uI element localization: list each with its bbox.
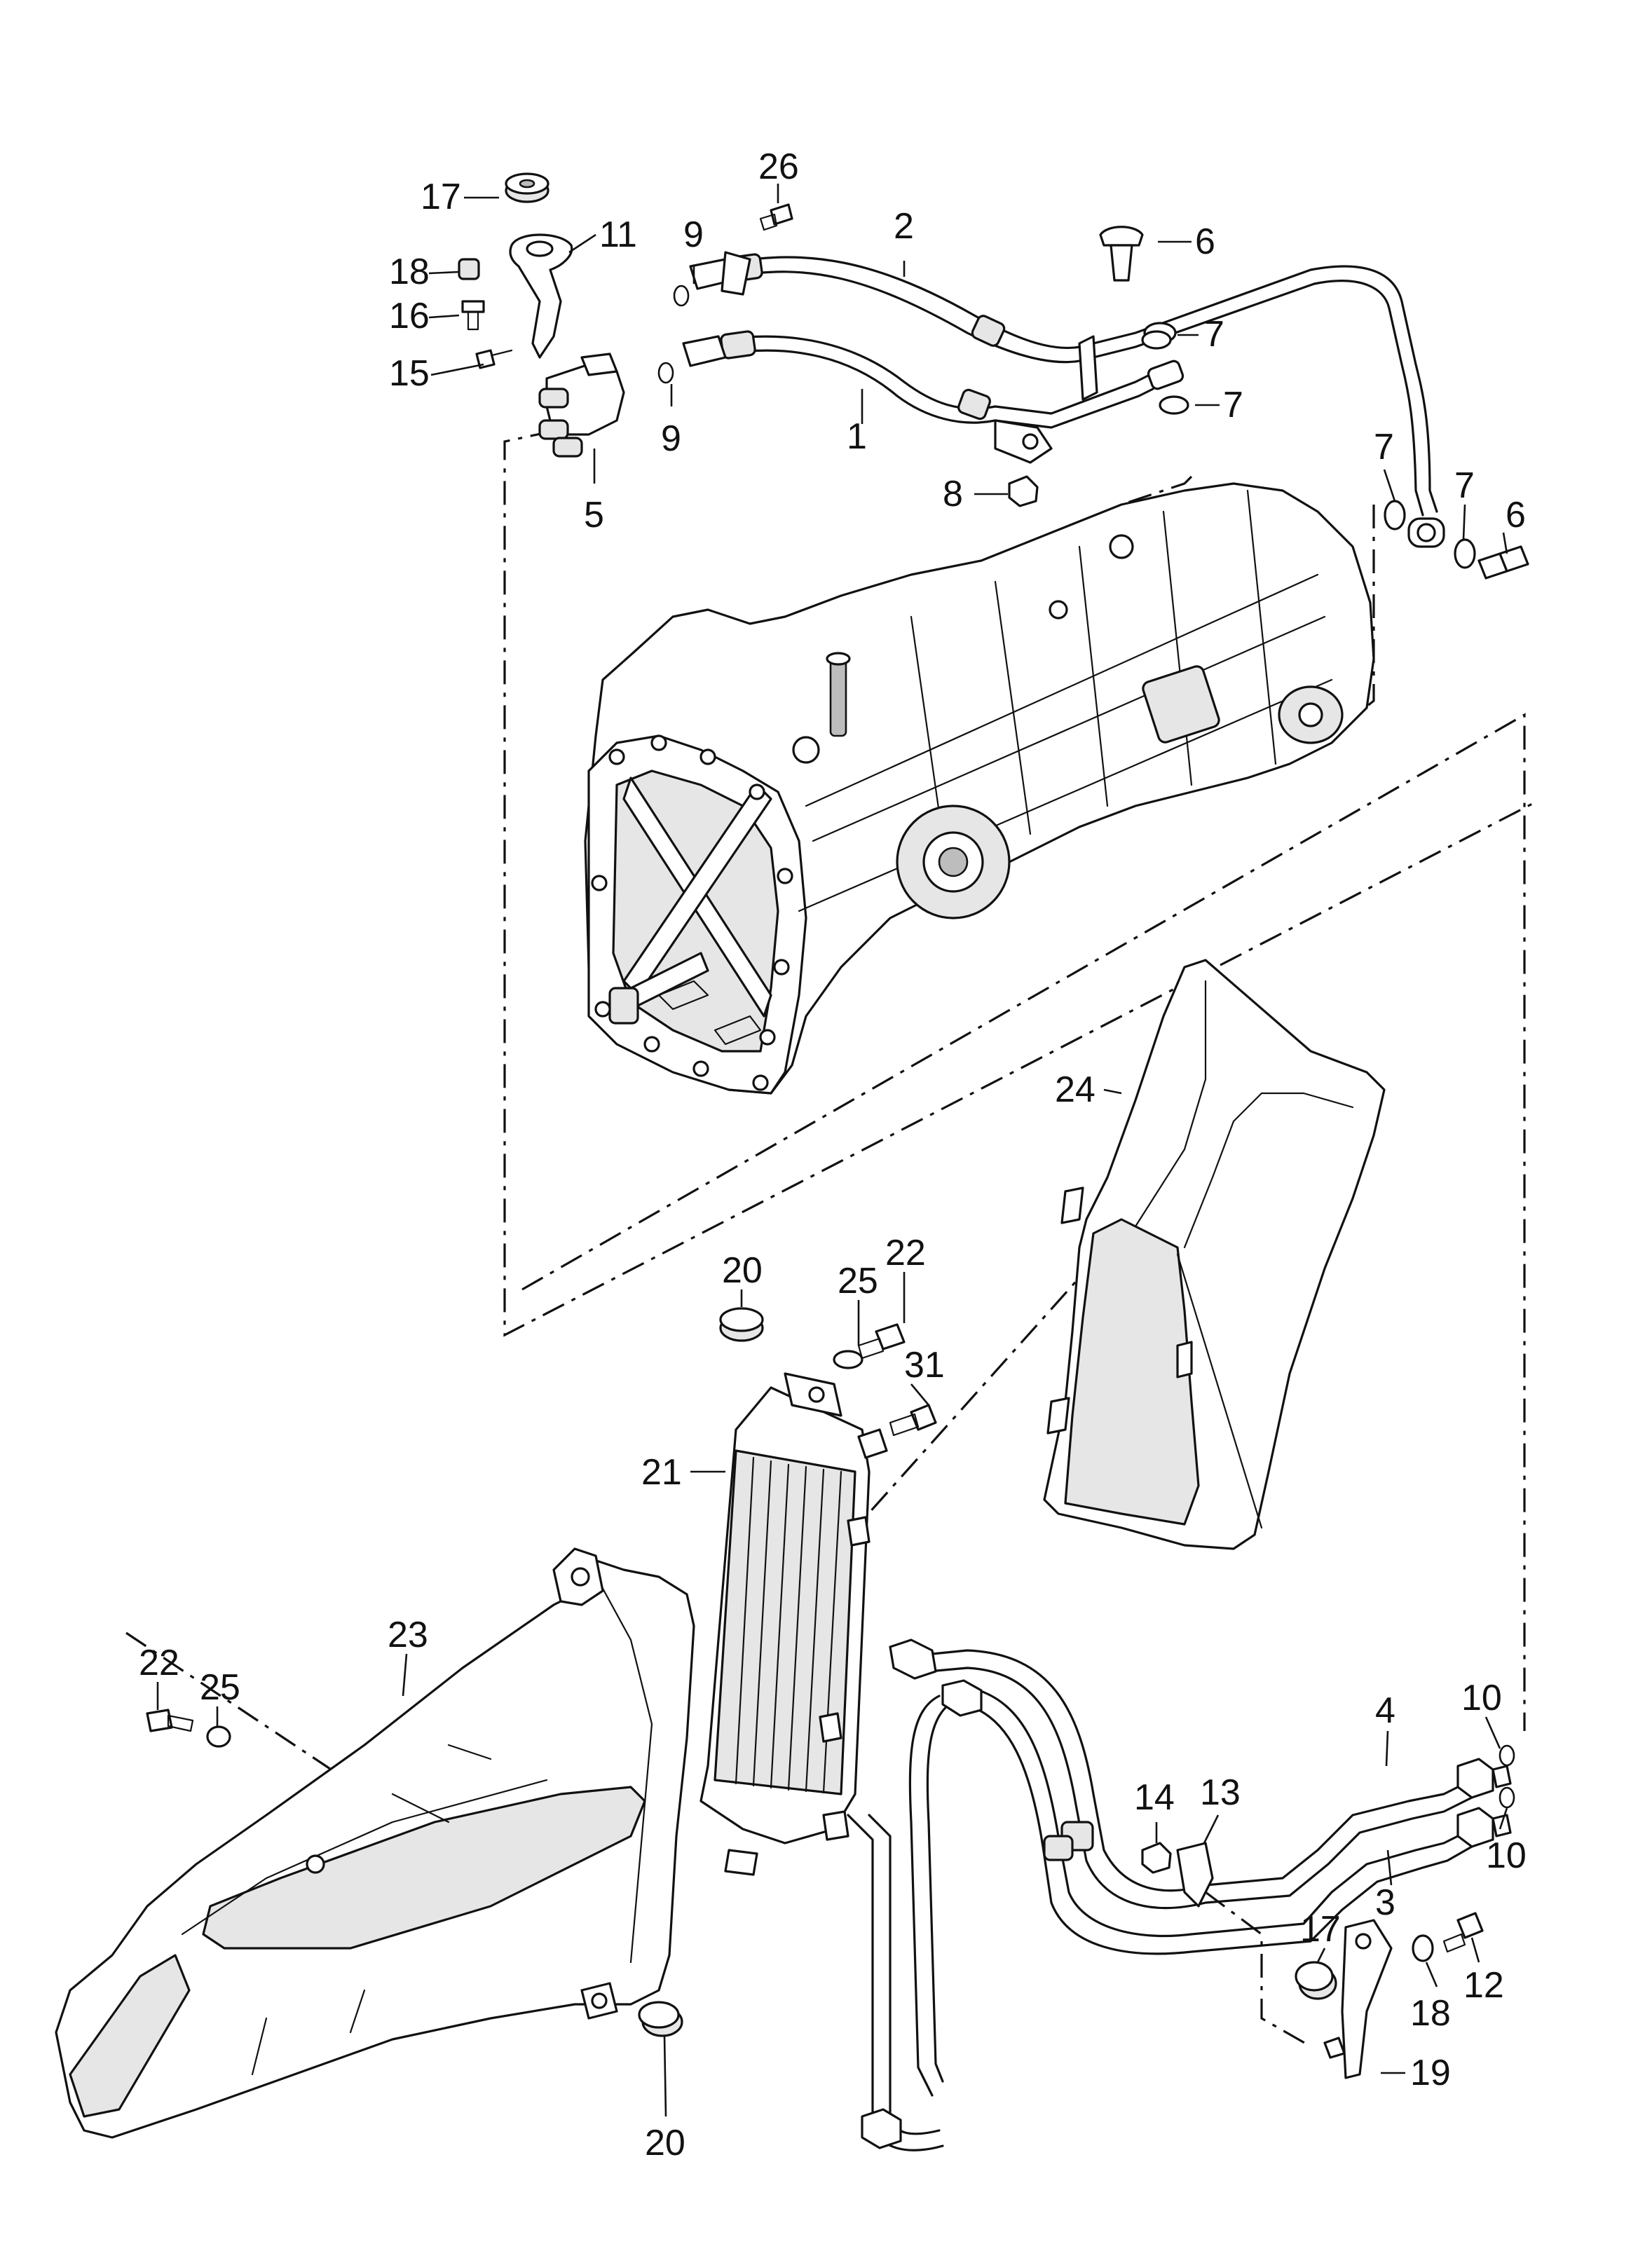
callout-31: 31	[904, 1345, 945, 1385]
callout-8: 8	[943, 474, 963, 514]
callout-13: 13	[1200, 1772, 1241, 1813]
callout-9-bottom: 9	[661, 418, 681, 459]
callout-7-b: 7	[1223, 385, 1243, 425]
air-duct-23	[55, 1547, 695, 2139]
callout-12: 12	[1463, 1965, 1504, 2006]
callout-24: 24	[1055, 1069, 1095, 1110]
callout-labels: 1 2 3 4 5 6 6 7 7 7 7 8 9 9 10 10 11 12 …	[139, 146, 1527, 2163]
callout-10-top: 10	[1461, 1678, 1502, 1718]
callout-18-bottom: 18	[1410, 1993, 1451, 2034]
callout-1: 1	[847, 416, 867, 457]
callout-6-right: 6	[1506, 495, 1526, 535]
callout-9-top: 9	[683, 214, 704, 255]
callout-6-top: 6	[1195, 221, 1215, 262]
transmission-assembly	[584, 482, 1375, 1095]
callout-15: 15	[389, 353, 430, 394]
callout-21: 21	[641, 1452, 682, 1493]
callout-20-top: 20	[722, 1250, 763, 1291]
flange-bolt-holes	[591, 734, 793, 1091]
callout-4: 4	[1375, 1690, 1395, 1731]
callout-26: 26	[758, 146, 799, 187]
oil-cooler-21	[699, 1372, 888, 1876]
callout-17-top: 17	[421, 177, 461, 217]
callout-14: 14	[1134, 1777, 1175, 1818]
callout-23: 23	[388, 1615, 428, 1655]
lower-small-parts	[146, 1307, 1484, 2079]
callout-22-top: 22	[885, 1233, 926, 1273]
callout-17-bottom: 17	[1300, 1909, 1341, 1950]
callout-5: 5	[584, 495, 604, 535]
callout-3: 3	[1375, 1882, 1395, 1923]
callout-16: 16	[389, 296, 430, 336]
callout-25-top: 25	[838, 1261, 878, 1301]
air-duct-24	[1043, 959, 1386, 1550]
callout-7-d: 7	[1454, 465, 1475, 506]
upper-small-parts	[458, 172, 1529, 580]
callout-19: 19	[1410, 2053, 1451, 2093]
callout-7-a: 7	[1204, 314, 1224, 355]
upper-oil-hoses	[682, 251, 1445, 548]
callout-22-bottom: 22	[139, 1643, 179, 1683]
callout-7-c: 7	[1374, 427, 1394, 467]
leader-lines	[156, 184, 1508, 2117]
callout-20-bottom: 20	[645, 2123, 685, 2163]
callout-25-bottom: 25	[200, 1667, 240, 1708]
callout-11: 11	[599, 214, 637, 255]
callout-18-top: 18	[389, 252, 430, 292]
callout-10-bottom: 10	[1486, 1835, 1527, 1876]
callout-2: 2	[894, 206, 914, 247]
lower-oil-pipes	[847, 1638, 1515, 2151]
